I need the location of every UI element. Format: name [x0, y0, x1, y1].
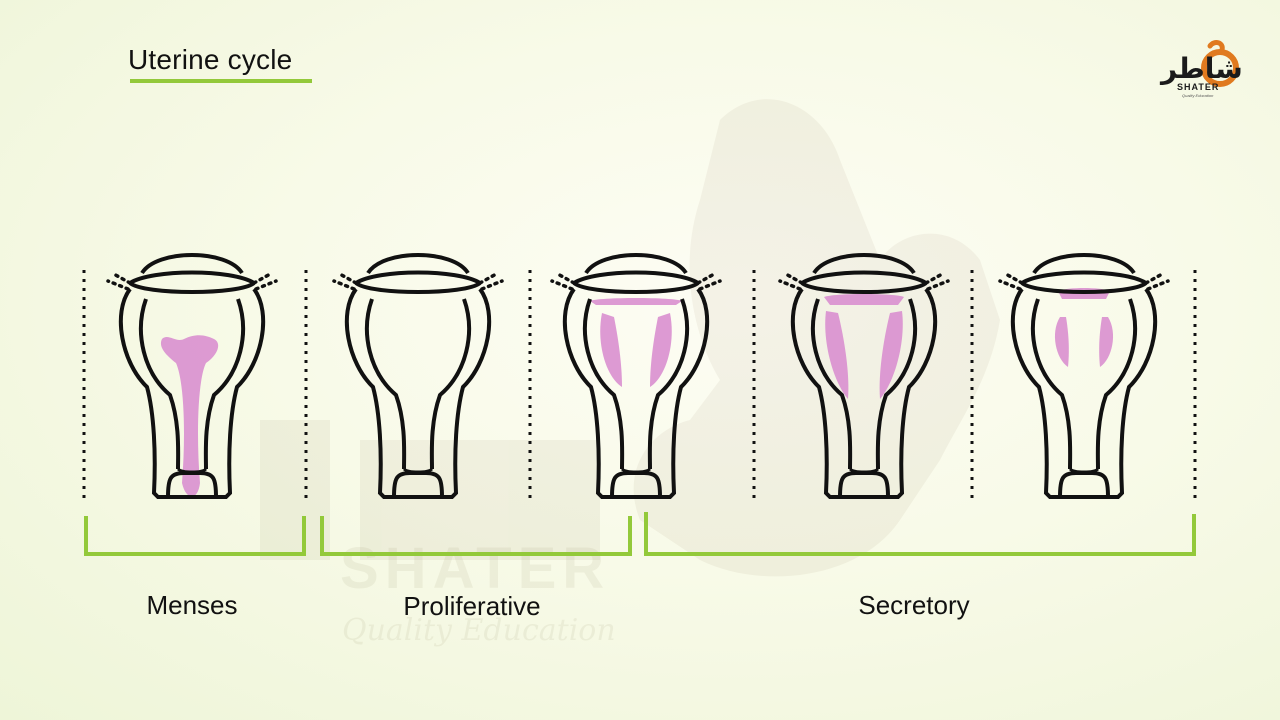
uterus-proliferative — [332, 253, 504, 499]
phase-separators — [82, 270, 1197, 502]
endometrium-fill — [600, 313, 622, 387]
logo-tagline: Quality Education — [1182, 93, 1214, 98]
uterus-secretory-1 — [550, 253, 722, 499]
title-underline — [130, 79, 312, 83]
endometrium-fill — [879, 311, 903, 399]
uterus-secretory-3 — [998, 253, 1170, 499]
endometrium-fill — [1054, 317, 1069, 367]
endometrium-fill — [650, 313, 672, 387]
endometrium-fill — [824, 294, 904, 305]
phase-brackets — [84, 512, 1196, 556]
label-secretory: Secretory — [858, 590, 970, 620]
bracket-proliferative — [320, 516, 632, 556]
logo-arabic-text: شاطر — [1161, 52, 1243, 85]
endometrium-fill — [1099, 317, 1114, 367]
bracket-secretory — [644, 512, 1196, 556]
uterus-secretory-2 — [778, 253, 950, 499]
shater-logo — [1201, 40, 1239, 87]
ok-hand-icon — [1201, 49, 1239, 87]
endometrium-fill — [160, 335, 219, 497]
page-title: Uterine cycle — [128, 44, 293, 75]
endometrium-fill — [590, 298, 682, 305]
logo-english-text: SHATER — [1177, 82, 1220, 92]
bracket-menses — [84, 516, 306, 556]
uterus-menses — [106, 253, 278, 499]
endometrium-fill — [825, 311, 849, 399]
label-proliferative: Proliferative — [403, 591, 541, 621]
label-menses: Menses — [146, 590, 238, 620]
